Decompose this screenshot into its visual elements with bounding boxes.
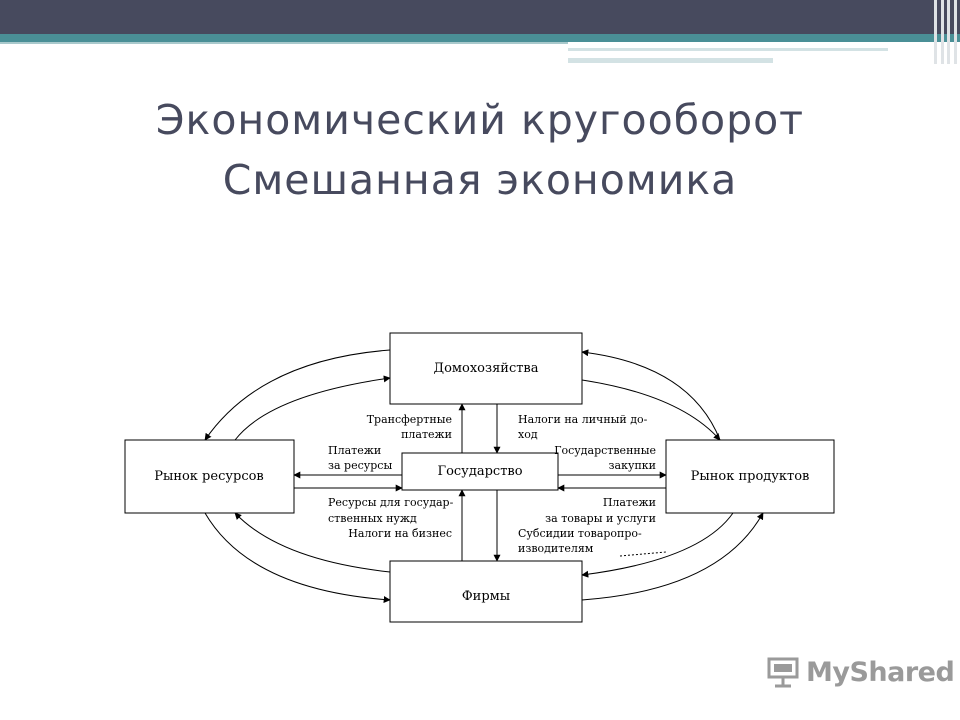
label-income-tax-1: Налоги на личный до- (518, 413, 648, 426)
header-thin-stripe (0, 42, 568, 44)
label-resource-payments-2: за ресурсы (328, 459, 392, 472)
inner-flow-top-left (234, 375, 391, 441)
label-subsidies-2: изводителям (518, 542, 594, 555)
outer-flow-bottom-right (581, 512, 764, 601)
node-firms: Фирмы (389, 560, 583, 623)
label-subsidies-1: Субсидии товаропро- (518, 527, 642, 540)
slide-title: Экономический кругооборот Смешанная экон… (0, 90, 960, 210)
projector-screen-icon (767, 657, 799, 688)
inner-flow-bottom-left (234, 512, 391, 573)
node-product-market: Рынок продуктов (665, 439, 835, 514)
resource-market-label: Рынок ресурсов (154, 469, 264, 484)
decorative-vertical-stripes (932, 0, 960, 64)
label-transfer-payments-2: платежи (401, 428, 452, 441)
node-households: Домохозяйства (389, 332, 583, 405)
label-business-taxes: Налоги на бизнес (348, 527, 452, 540)
watermark-logo: MyShared (766, 652, 955, 692)
inner-flow-bottom-right (581, 512, 734, 578)
decorative-stripe (568, 58, 773, 63)
watermark-text: MyShared (806, 656, 955, 688)
outer-flow-bottom-left (204, 512, 391, 604)
node-resource-market: Рынок ресурсов (124, 439, 295, 514)
government-label: Государство (437, 464, 522, 479)
label-goods-payments-2: за товары и услуги (545, 512, 656, 525)
decorative-stripe (568, 48, 888, 51)
households-label: Домохозяйства (434, 361, 539, 376)
firms-label: Фирмы (462, 589, 510, 604)
inner-flow-top-right (581, 379, 721, 441)
header-bar (0, 0, 960, 34)
label-goods-payments-1: Платежи (603, 496, 656, 509)
product-market-label: Рынок продуктов (691, 469, 810, 484)
label-resource-payments-1: Платежи (328, 444, 381, 457)
outer-flow-top-right (581, 349, 721, 441)
outer-flow-top-left (204, 349, 391, 441)
label-transfer-payments-1: Трансфертные (367, 413, 452, 426)
label-government-purchases-1: Государственные (554, 444, 656, 457)
header-accent-stripe (0, 34, 960, 42)
label-resources-government-1: Ресурсы для государ- (328, 496, 454, 509)
label-income-tax-2: ход (518, 428, 538, 441)
label-government-purchases-2: закупки (609, 459, 656, 472)
title-line-1: Экономический кругооборот (155, 96, 805, 144)
label-resources-government-2: ственных нужд (328, 512, 417, 525)
title-line-2: Смешанная экономика (222, 156, 738, 204)
node-government: Государство (401, 452, 559, 491)
